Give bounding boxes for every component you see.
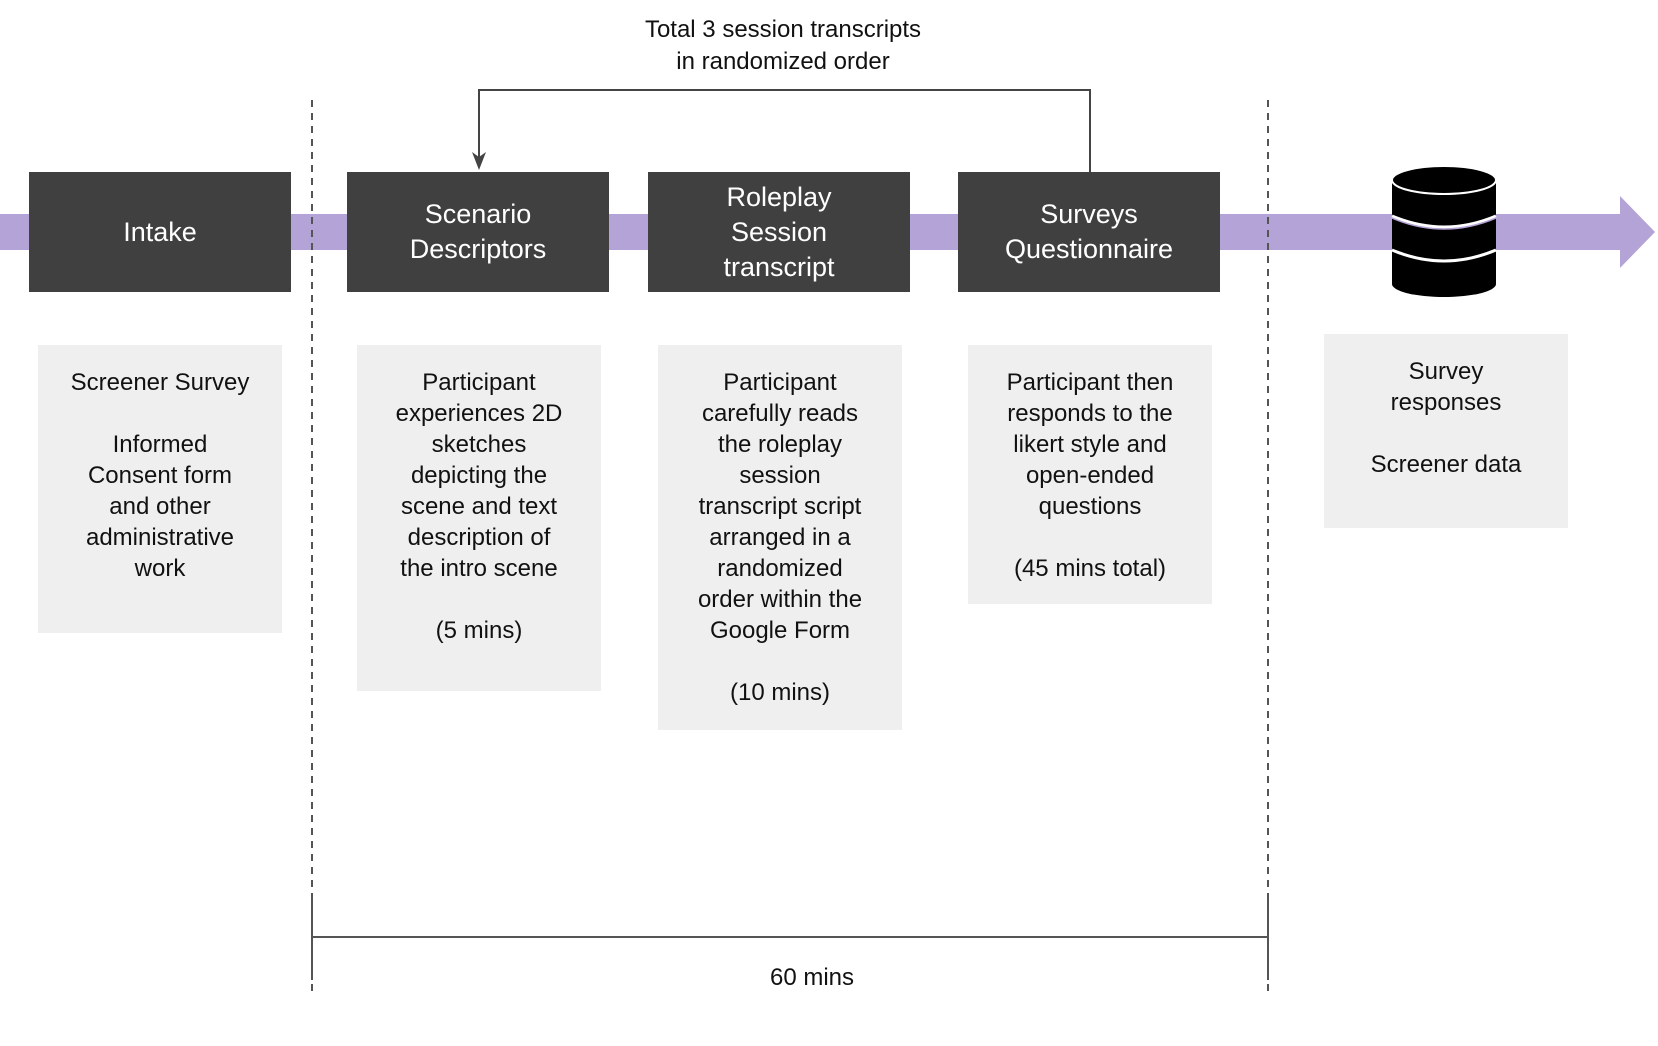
stage-scenario-descriptors: Scenario Descriptors	[347, 172, 609, 292]
stage-roleplay-session-transcript: Roleplay Session transcript	[648, 172, 910, 292]
loop-label: Total 3 session transcripts in randomize…	[644, 16, 922, 75]
note-roleplay-session: Participant carefully reads the roleplay…	[658, 345, 902, 730]
timeline-arrow-head	[1620, 196, 1655, 268]
note-intake: Screener Survey Informed Consent form an…	[38, 345, 282, 633]
stage-surveys-questionnaire: Surveys Questionnaire	[958, 172, 1220, 292]
database-icon	[1391, 165, 1497, 297]
loop-arrow-head	[472, 152, 486, 170]
note-output-data: Survey responses Screener data	[1324, 334, 1568, 528]
note-surveys-questionnaire: Participant then responds to the likert …	[968, 345, 1212, 604]
duration-label: 60 mins	[769, 964, 855, 991]
stage-intake: Intake	[29, 172, 291, 292]
note-scenario-descriptors: Participant experiences 2D sketches depi…	[357, 345, 601, 691]
loop-connector	[478, 89, 1091, 172]
